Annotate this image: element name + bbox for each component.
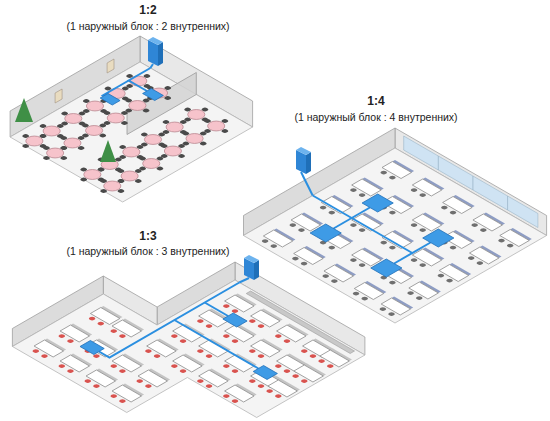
office-desk xyxy=(407,248,445,270)
office-desk xyxy=(132,369,170,391)
office-desk xyxy=(80,339,118,361)
office-desk xyxy=(376,230,414,252)
restaurant-table xyxy=(33,140,77,165)
office-desk xyxy=(467,213,505,235)
office-desk xyxy=(106,319,144,341)
outdoor-unit-side xyxy=(158,42,163,66)
refrigerant-pipe xyxy=(313,196,413,254)
indoor-unit xyxy=(143,89,164,101)
office-desk xyxy=(258,229,296,251)
office-desk xyxy=(437,195,475,217)
office-desk xyxy=(314,349,352,371)
office-desk xyxy=(219,294,257,316)
office-desk xyxy=(80,369,118,391)
restaurant-floor-plan xyxy=(10,62,252,202)
ratio-heading: 1:2 xyxy=(139,4,156,18)
office-desk xyxy=(464,246,502,268)
refrigerant-pipe xyxy=(394,243,430,264)
outdoor-unit-top xyxy=(148,37,163,45)
restaurant-table xyxy=(90,173,134,198)
outdoor-unit-top xyxy=(296,147,311,155)
office-desk xyxy=(407,178,445,200)
indoor-unit xyxy=(100,94,120,106)
office-desk xyxy=(167,354,205,376)
ratio-subtitle: (1 наружный блок : 2 внутренних) xyxy=(66,20,229,32)
office-desk xyxy=(376,160,414,182)
office-desk xyxy=(54,324,92,346)
office-scene-l-shaped xyxy=(12,249,365,421)
office-desk xyxy=(349,281,387,303)
office-desk xyxy=(346,213,384,235)
plant xyxy=(100,140,116,162)
office-floor-plan xyxy=(12,249,364,421)
plant xyxy=(15,98,33,122)
restaurant-furniture xyxy=(13,65,245,199)
office-desk xyxy=(494,228,532,250)
office-desk xyxy=(288,246,326,268)
ratio-subtitle: (1 наружный блок : 3 внутренних) xyxy=(66,245,229,257)
office-desk xyxy=(434,263,472,285)
wall-picture xyxy=(55,89,62,103)
indoor-unit xyxy=(223,313,247,327)
office-desk xyxy=(28,339,66,361)
office-desk xyxy=(316,195,354,217)
outdoor-unit-side xyxy=(254,260,259,280)
ratio-heading: 1:4 xyxy=(367,95,384,109)
indoor-unit xyxy=(362,194,393,212)
office-desk xyxy=(376,297,414,319)
outdoor-unit-top xyxy=(244,255,259,263)
outdoor-unit-side xyxy=(306,152,311,174)
office-desk xyxy=(262,379,300,401)
office-desk xyxy=(245,339,283,361)
refrigerant-pipe xyxy=(103,81,130,97)
floor xyxy=(10,62,252,202)
refrigerant-pipe xyxy=(129,68,169,91)
indoor-unit xyxy=(423,229,454,247)
ratio-subtitle: (1 наружный блок : 4 внутренних) xyxy=(294,111,457,123)
office-desk xyxy=(318,264,356,286)
office-desk xyxy=(271,324,309,346)
office-desk xyxy=(141,339,179,361)
office-desk xyxy=(193,369,231,391)
wall-picture xyxy=(107,59,114,73)
floor xyxy=(12,249,364,421)
indoor-unit xyxy=(371,259,402,277)
refrigerant-pipe xyxy=(205,303,228,317)
office-desk xyxy=(219,384,257,406)
window-mullion xyxy=(507,196,508,210)
office-desk xyxy=(288,364,326,386)
office-desk xyxy=(106,384,144,406)
restaurant-scene xyxy=(10,36,253,202)
indoor-unit xyxy=(253,366,277,380)
indoor-unit xyxy=(310,224,341,242)
window-mullion xyxy=(472,176,473,190)
ratio-heading: 1:3 xyxy=(139,230,156,244)
refrigerant-pipe xyxy=(334,208,370,229)
window-mullion xyxy=(438,156,439,170)
office-desk xyxy=(245,309,283,331)
refrigerant-pipe xyxy=(150,64,153,68)
indoor-unit xyxy=(80,341,104,355)
office-desk xyxy=(403,281,441,303)
office-desk xyxy=(54,354,92,376)
refrigerant-pipe xyxy=(301,172,313,196)
refrigerant-pipe xyxy=(239,278,249,283)
refrigerant-pipe xyxy=(174,320,258,369)
